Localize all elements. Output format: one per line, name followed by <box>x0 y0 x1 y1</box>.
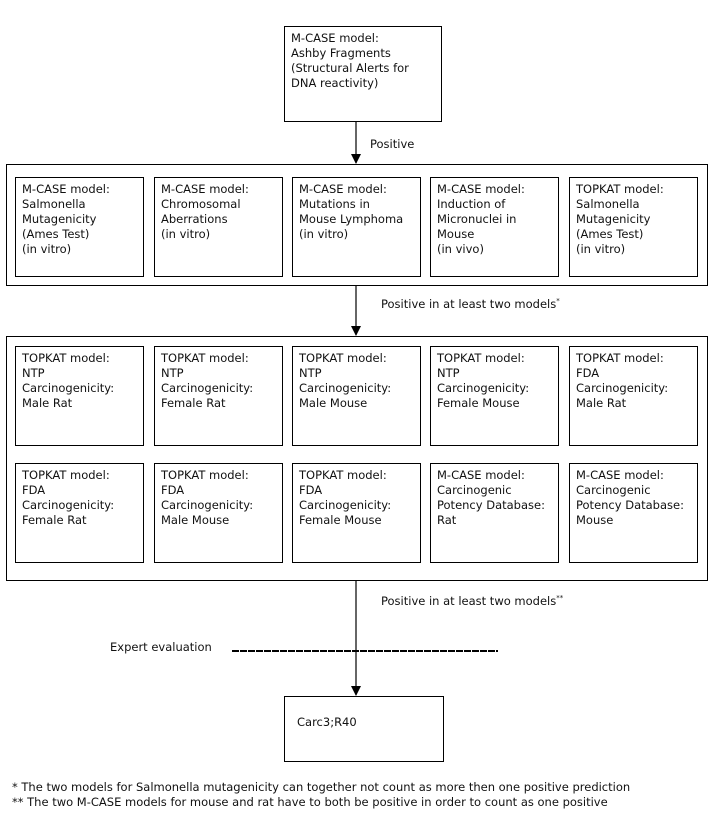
genotox-model-box: M-CASE model: Mutations in Mouse Lymphom… <box>292 177 421 277</box>
carcino-model-box: TOPKAT model: NTP Carcinogenicity: Femal… <box>154 346 283 446</box>
footnote-marker-single: * <box>556 297 560 305</box>
footnote-2: ** The two M-CASE models for mouse and r… <box>12 795 608 809</box>
positive-label: Positive <box>370 137 415 151</box>
positive-two-models-label: Positive in at least two models* <box>381 297 560 311</box>
positive-two-models-label-2: Positive in at least two models** <box>381 594 563 608</box>
genotox-model-box: M-CASE model: Chromosomal Aberrations (i… <box>154 177 283 277</box>
carcino-model-box: TOPKAT model: FDA Carcinogenicity: Femal… <box>15 463 144 563</box>
ashby-fragments-box: M-CASE model: Ashby Fragments (Structura… <box>284 26 442 122</box>
genotox-model-box: M-CASE model: Salmonella Mutagenicity (A… <box>15 177 144 277</box>
footnote-marker-double: ** <box>556 594 564 602</box>
carcino-model-box: M-CASE model: Carcinogenic Potency Datab… <box>430 463 559 563</box>
carcino-model-box: TOPKAT model: NTP Carcinogenicity: Femal… <box>430 346 559 446</box>
carcino-model-box: TOPKAT model: FDA Carcinogenicity: Femal… <box>292 463 421 563</box>
result-box: Carc3;R40 <box>284 696 444 762</box>
carcino-model-box: M-CASE model: Carcinogenic Potency Datab… <box>569 463 698 563</box>
carcino-model-box: TOPKAT model: NTP Carcinogenicity: Male … <box>292 346 421 446</box>
genotox-model-box: TOPKAT model: Salmonella Mutagenicity (A… <box>569 177 698 277</box>
carcinogenicity-models-group <box>6 336 708 581</box>
positive-two-models-text-2: Positive in at least two models <box>381 594 557 608</box>
carcino-model-box: TOPKAT model: FDA Carcinogenicity: Male … <box>154 463 283 563</box>
expert-evaluation-label: Expert evaluation <box>110 640 212 654</box>
carcino-model-box: TOPKAT model: FDA Carcinogenicity: Male … <box>569 346 698 446</box>
footnote-1: * The two models for Salmonella mutageni… <box>12 780 631 794</box>
genotox-model-box: M-CASE model: Induction of Micronuclei i… <box>430 177 559 277</box>
carcino-model-box: TOPKAT model: NTP Carcinogenicity: Male … <box>15 346 144 446</box>
positive-two-models-text: Positive in at least two models <box>381 297 557 311</box>
genotoxicity-models-group <box>6 164 708 286</box>
